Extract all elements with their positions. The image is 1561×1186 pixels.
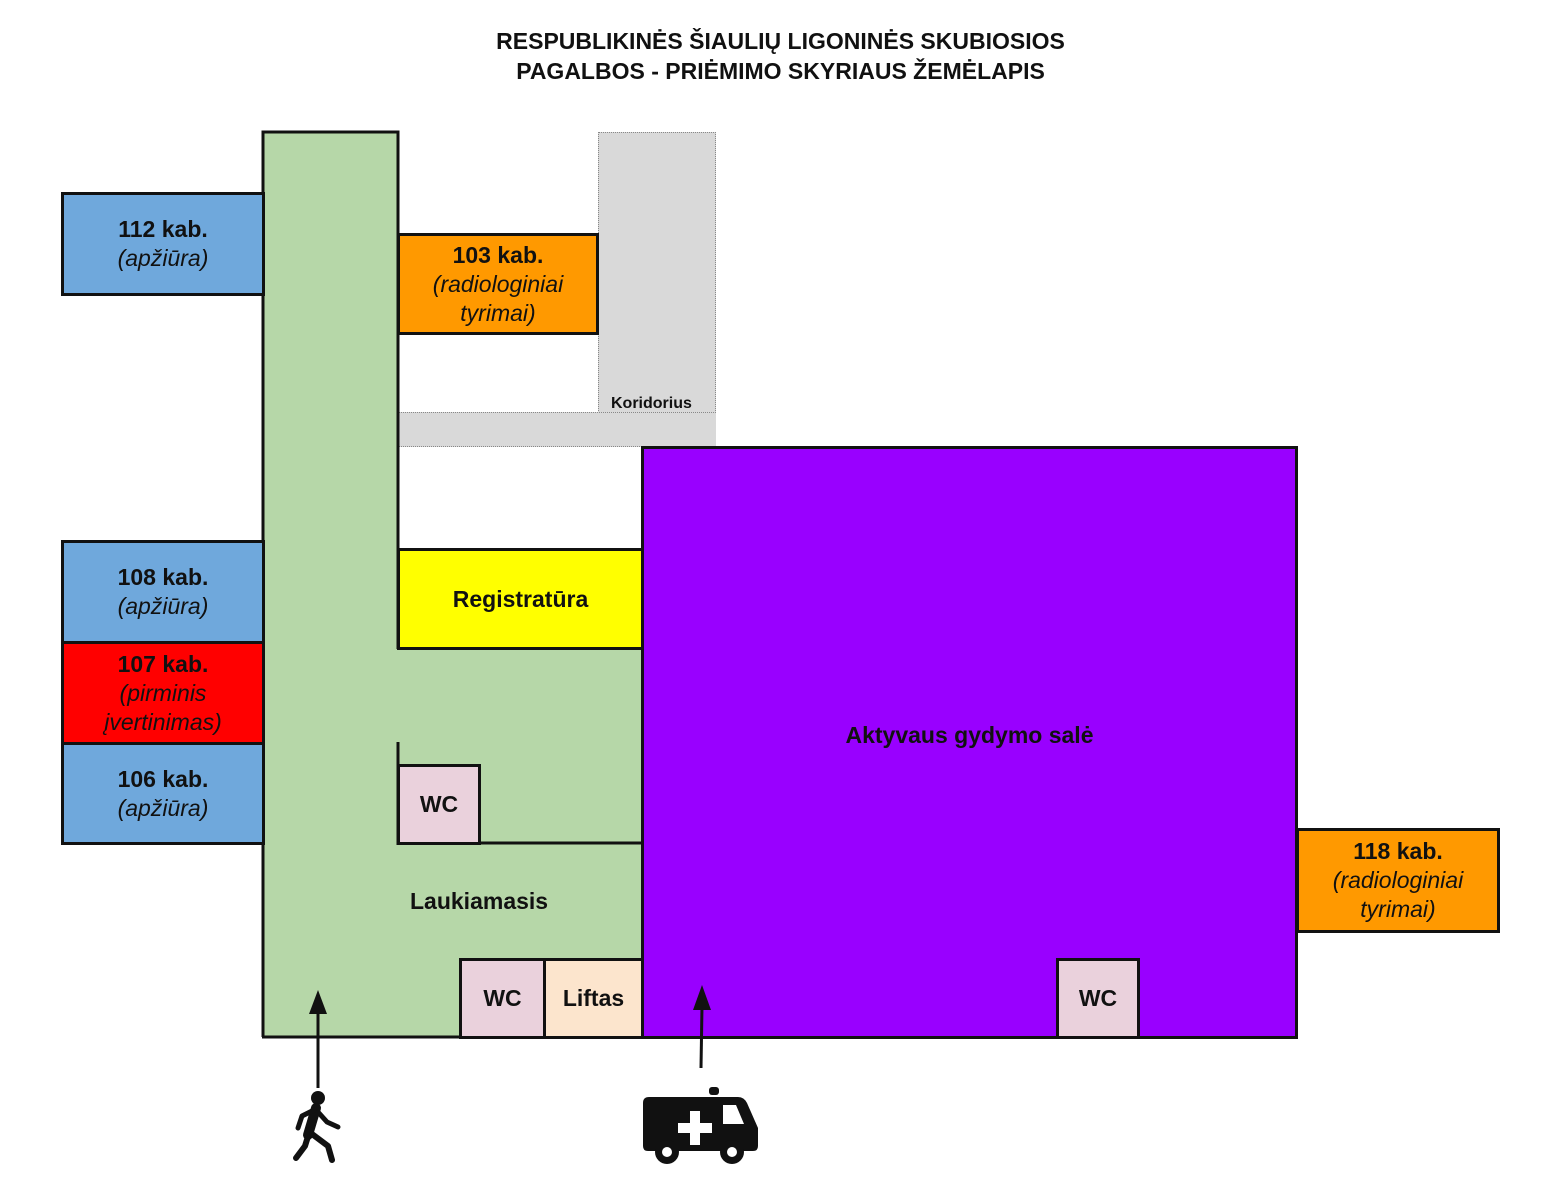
- room-103-desc-2: tyrimai): [460, 299, 536, 326]
- room-108-desc: (apžiūra): [117, 593, 209, 619]
- room-103-number: 103 kab.: [452, 241, 544, 268]
- wc-active-care[interactable]: WC: [1056, 958, 1140, 1039]
- room-118-number: 118 kab.: [1353, 838, 1443, 864]
- room-103[interactable]: 103 kab. (radiologiniai tyrimai): [397, 233, 599, 335]
- wc-label: WC: [1078, 985, 1118, 1011]
- corridor-fill: [599, 413, 715, 446]
- room-107-number: 107 kab.: [117, 650, 209, 677]
- active-care-label: Aktyvaus gydymo salė: [845, 722, 1094, 748]
- room-112-desc: (apžiūra): [117, 245, 209, 271]
- lift-label: Liftas: [562, 985, 625, 1011]
- room-108[interactable]: 108 kab. (apžiūra): [61, 540, 265, 644]
- pedestrian-icon: [293, 1091, 341, 1163]
- lift[interactable]: Liftas: [543, 958, 644, 1039]
- registration[interactable]: Registratūra: [397, 548, 644, 650]
- room-118-desc-2: tyrimai): [1360, 896, 1436, 922]
- title-line-1: RESPUBLIKINĖS ŠIAULIŲ LIGONINĖS SKUBIOSI…: [496, 28, 1065, 54]
- waiting-hall-strip: [263, 132, 399, 1038]
- ambulance-icon: [643, 1087, 758, 1164]
- room-112[interactable]: 112 kab. (apžiūra): [61, 192, 265, 296]
- wc-label: WC: [483, 985, 522, 1011]
- room-107-desc: (pirminis: [119, 679, 207, 706]
- active-care-hall[interactable]: Aktyvaus gydymo salė: [641, 446, 1298, 1039]
- room-107-desc-2: įvertinimas): [104, 708, 222, 735]
- room-118-desc: (radiologiniai: [1332, 867, 1464, 893]
- wc-waiting-lower[interactable]: WC: [459, 958, 546, 1039]
- map-title: RESPUBLIKINĖS ŠIAULIŲ LIGONINĖS SKUBIOSI…: [0, 26, 1561, 86]
- room-106-number: 106 kab.: [117, 765, 209, 792]
- corridor-label: Koridorius: [611, 395, 692, 412]
- room-112-number: 112 kab.: [118, 216, 208, 242]
- waiting-room-label: Laukiamasis: [410, 888, 549, 914]
- title-line-2: PAGALBOS - PRIĖMIMO SKYRIAUS ŽEMĖLAPIS: [516, 58, 1045, 84]
- room-106-desc: (apžiūra): [117, 794, 209, 821]
- room-118[interactable]: 118 kab. (radiologiniai tyrimai): [1296, 828, 1500, 933]
- room-103-desc: (radiologiniai: [432, 270, 564, 297]
- room-107[interactable]: 107 kab. (pirminis įvertinimas): [61, 641, 265, 745]
- ambulance-arrow: [699, 1005, 704, 1069]
- wc-label: WC: [419, 791, 459, 817]
- room-108-number: 108 kab.: [117, 564, 209, 590]
- wc-waiting-upper[interactable]: WC: [397, 764, 481, 845]
- registration-label: Registratūra: [452, 585, 589, 612]
- room-106[interactable]: 106 kab. (apžiūra): [61, 742, 265, 845]
